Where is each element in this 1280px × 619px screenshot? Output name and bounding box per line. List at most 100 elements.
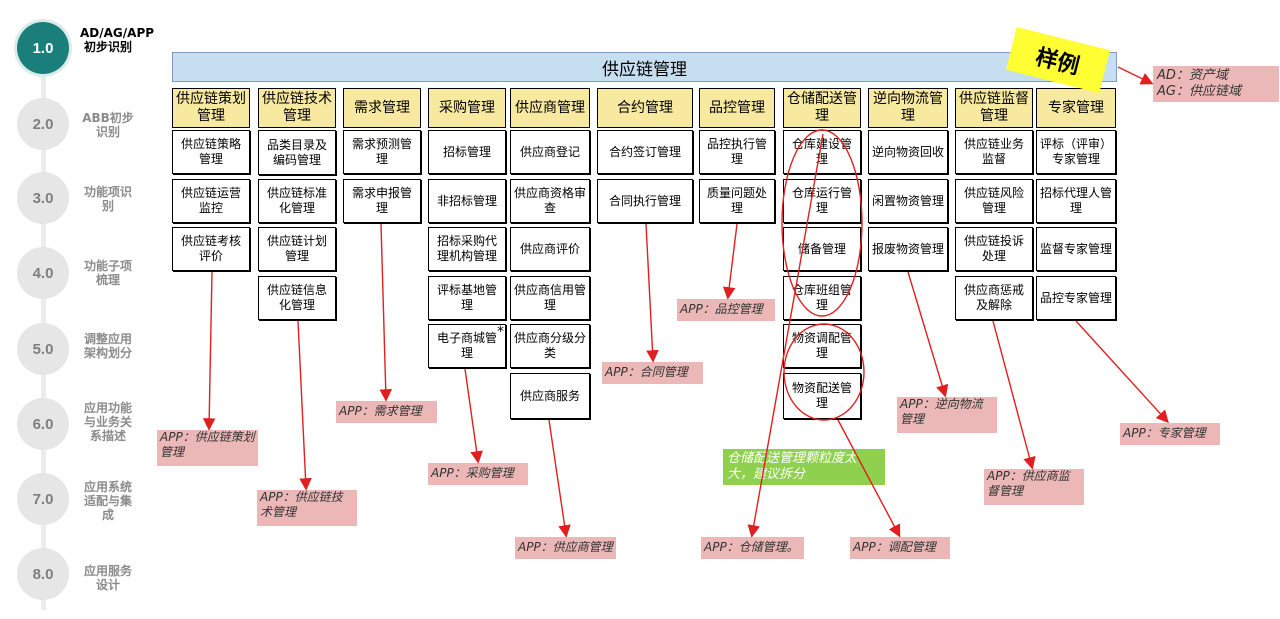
column-header: 合约管理	[597, 88, 693, 128]
function-cell: 仓库运行管理	[783, 179, 861, 223]
function-cell: 评标基地管理	[428, 276, 506, 320]
column-header: 供应链监督管理	[955, 88, 1033, 128]
function-cell: 合同执行管理	[597, 179, 693, 223]
arrow-line	[202, 271, 216, 431]
step-3-circle[interactable]: 3.0	[17, 172, 69, 224]
step-8-label: 应用服务设计	[83, 564, 132, 592]
step-4-circle[interactable]: 4.0	[17, 247, 69, 299]
function-cell: 闲置物资管理	[868, 179, 948, 223]
column-header: 供应链策划管理	[172, 88, 250, 128]
app-label: APP：专家管理	[1120, 423, 1220, 445]
function-cell: 招标采购代理机构管理	[428, 227, 506, 271]
domain-legend: AD：资产域 AG：供应链域	[1153, 66, 1279, 102]
step-2-circle[interactable]: 2.0	[17, 98, 69, 150]
column-header: 供应链技术管理	[258, 88, 336, 128]
granularity-note: 仓储配送管理颗粒度太大，建议拆分	[723, 449, 885, 485]
function-cell: 需求申报管理	[343, 179, 421, 223]
step-7-label: 应用系统适配与集成	[83, 480, 132, 522]
column-header: 品控管理	[699, 88, 775, 128]
function-cell: 供应链标准化管理	[258, 179, 336, 223]
app-label: APP：仓储管理。	[701, 537, 804, 559]
function-cell: 需求预测管理	[343, 130, 421, 174]
function-cell: 储备管理	[783, 227, 861, 271]
highlight-ellipse	[781, 129, 863, 317]
step-6-circle[interactable]: 6.0	[17, 398, 69, 450]
arrow-line	[645, 223, 659, 363]
function-cell: 合约签订管理	[597, 130, 693, 174]
column-header: 采购管理	[428, 88, 506, 128]
arrow-line	[548, 419, 571, 538]
app-label: APP：调配管理	[850, 537, 950, 559]
highlight-ellipse	[783, 323, 865, 421]
step-5-circle[interactable]: 5.0	[17, 323, 69, 375]
step-3-label: 功能项识别	[83, 185, 132, 213]
asterisk-mark: *	[497, 324, 504, 340]
function-cell: 供应链投诉处理	[955, 227, 1033, 271]
column-header: 供应商管理	[510, 88, 590, 128]
app-label: APP：采购管理	[428, 463, 528, 485]
app-label: APP：供应链技术管理	[257, 490, 357, 526]
step-5-label: 调整应用架构划分	[83, 332, 132, 360]
app-label: APP：供应商管理	[515, 537, 616, 559]
function-cell: 供应链策略管理	[172, 130, 250, 174]
step-2-label: ABB初步识别	[82, 111, 134, 139]
function-cell: 供应链信息化管理	[258, 276, 336, 320]
app-label: APP：逆向物流管理	[897, 397, 997, 433]
app-label: APP：品控管理	[677, 299, 775, 321]
function-cell: 招标代理人管理	[1036, 179, 1116, 223]
step-track	[41, 20, 46, 610]
arrow-line	[907, 271, 949, 398]
function-cell: 品控专家管理	[1036, 276, 1116, 320]
step-1-circle[interactable]: 1.0	[17, 22, 69, 74]
function-cell: 供应商登记	[510, 130, 590, 174]
arrow-line	[722, 223, 738, 300]
app-label: APP：需求管理	[336, 401, 437, 423]
step-7-circle[interactable]: 7.0	[17, 473, 69, 525]
function-cell: 报废物资管理	[868, 227, 948, 271]
function-cell: 品类目录及编码管理	[258, 130, 336, 175]
function-cell: 供应链风险管理	[955, 179, 1033, 223]
arrow-line	[379, 223, 393, 402]
function-cell: 供应链业务监督	[955, 130, 1033, 174]
function-cell: 供应商服务	[510, 373, 590, 419]
arrow-line	[992, 320, 1036, 470]
function-cell: 电子商城管理	[428, 324, 506, 368]
column-header: 仓储配送管理	[783, 88, 861, 128]
function-cell: 物资配送管理	[783, 373, 861, 419]
arrow-line	[1075, 320, 1169, 424]
function-cell: 评标（评审）专家管理	[1036, 130, 1116, 174]
app-label: APP：供应链策划管理	[157, 430, 258, 466]
function-cell: 品控执行管理	[699, 130, 775, 174]
legend-ag: AG：供应链域	[1157, 84, 1241, 99]
function-cell: 监督专家管理	[1036, 227, 1116, 271]
function-cell: 供应商惩戒及解除	[955, 276, 1033, 320]
arrow-line	[464, 368, 483, 464]
arrow-line	[297, 320, 312, 491]
legend-ad: AD：资产域	[1157, 68, 1228, 83]
app-label: APP：供应商监督管理	[984, 469, 1084, 505]
arrow-line	[1117, 66, 1154, 85]
step-8-circle[interactable]: 8.0	[17, 548, 69, 600]
function-cell: 供应链运营监控	[172, 179, 250, 223]
function-cell: 供应链计划管理	[258, 227, 336, 271]
step-6-label: 应用功能与业务关系描述	[83, 401, 132, 443]
arrow-line	[837, 419, 901, 538]
function-cell: 非招标管理	[428, 179, 506, 223]
app-label: APP：合同管理	[602, 362, 703, 384]
function-cell: 供应链考核评价	[172, 227, 250, 271]
step-4-label: 功能子项梳理	[83, 259, 132, 287]
function-cell: 供应商资格审查	[510, 179, 590, 223]
function-cell: 供应商分级分类	[510, 324, 590, 368]
column-header: 逆向物流管理	[868, 88, 948, 128]
function-cell: 仓库班组管理	[783, 276, 861, 320]
supply-chain-banner: 供应链管理	[172, 52, 1117, 82]
column-header: 专家管理	[1036, 88, 1116, 128]
function-cell: 招标管理	[428, 130, 506, 174]
arrow-line	[747, 133, 824, 538]
function-cell: 供应商评价	[510, 227, 590, 271]
function-cell: 供应商信用管理	[510, 276, 590, 320]
function-cell: 逆向物资回收	[868, 130, 948, 174]
function-cell: 质量问题处理	[699, 179, 775, 223]
step-1-label: AD/AG/APP初步识别	[80, 26, 155, 54]
